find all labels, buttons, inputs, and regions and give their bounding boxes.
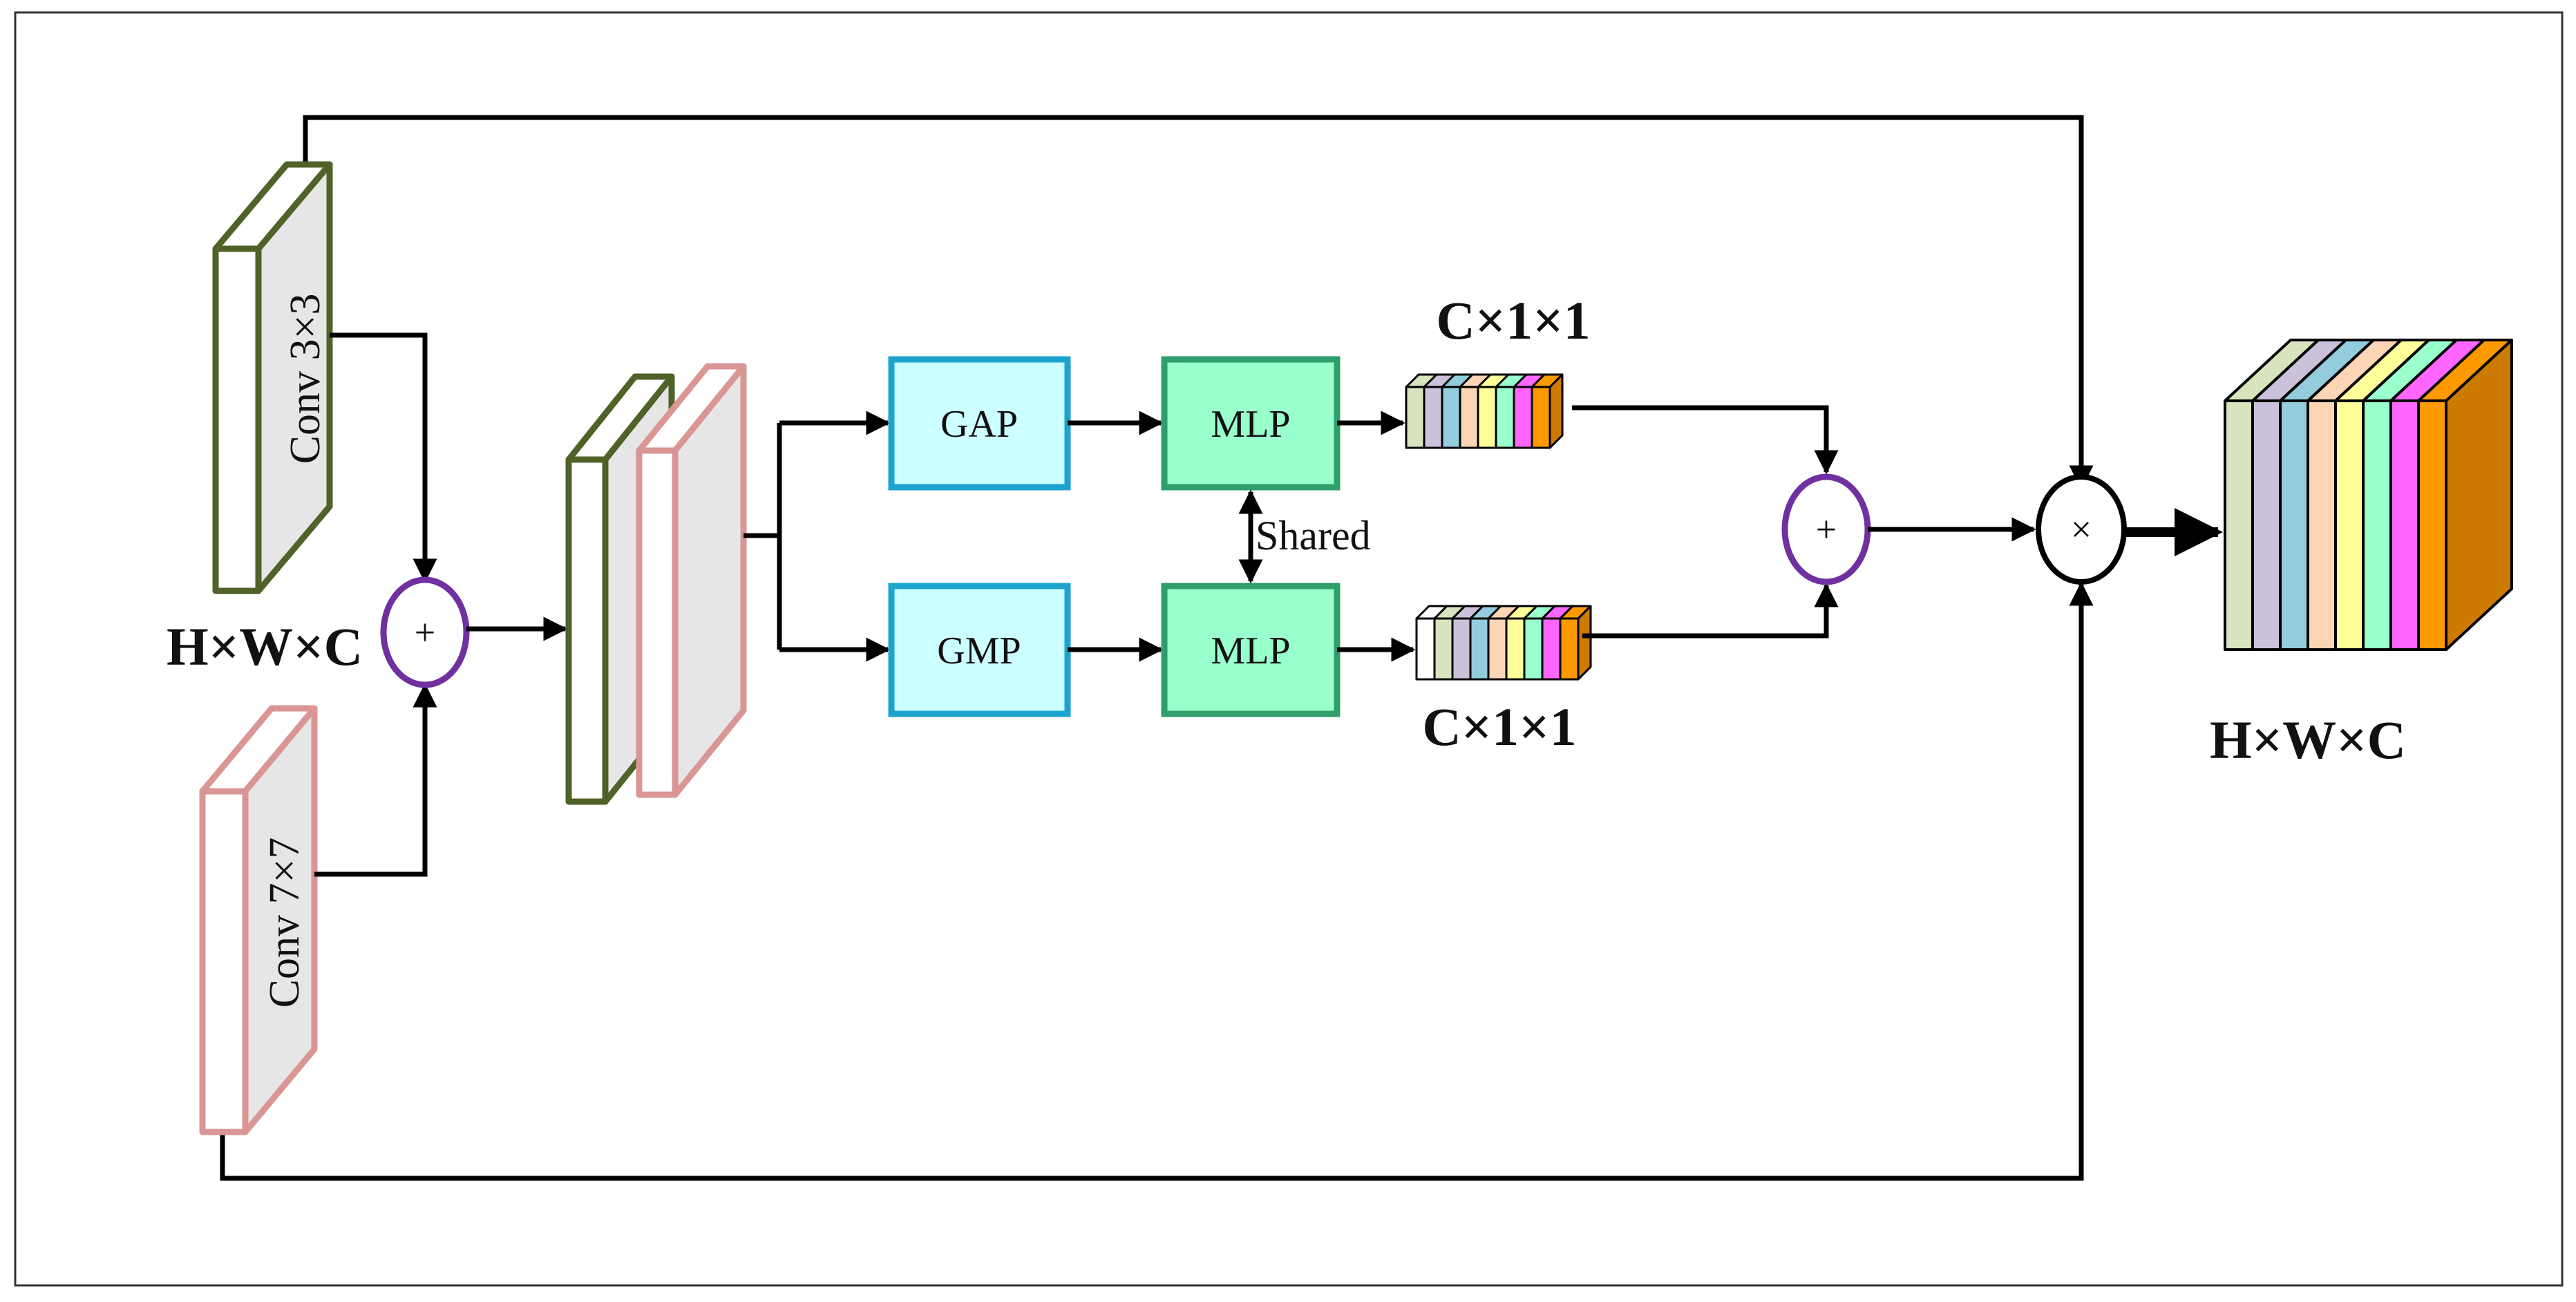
bottom-vector-dim-label: C×1×1 [1422,697,1576,757]
multiply-operator: × [2036,474,2127,585]
bottom-vector-to-add-line [1582,583,1839,639]
add-operator-1: + [380,576,470,688]
vector-cell-front [1487,617,1508,681]
vector-cell-front [1459,386,1479,449]
output-slice-front [2224,399,2254,651]
conv-7x7-side-face [242,705,318,1135]
vector-cell-front [1405,386,1426,449]
vector-end-face [1549,373,1564,449]
vector-cell-front [1523,617,1544,681]
vector-cell-front [1505,617,1526,681]
skip-line-bottom [220,581,2094,1181]
vector-cell-front [1451,617,1472,681]
conv7-to-add-line [314,683,437,877]
conv-3x3-front-face [212,245,262,594]
vector-cell-front [1541,617,1562,681]
add-symbol-1: + [415,612,435,653]
output-dim-label: H×W×C [2210,710,2406,770]
vector-cell-front [1513,386,1533,449]
vector-cell-front [1433,617,1454,681]
multiply-symbol: × [2071,509,2092,550]
conv-3x3-side-face [255,161,333,594]
output-feature-block [2224,339,2513,651]
concat-pink-slab [636,363,747,798]
vector-cell-front [1495,386,1515,449]
conv-7x7-block: Conv 7×7 [199,705,318,1135]
mlp-top-label: MLP [1211,403,1290,446]
output-slice-front [2389,399,2420,651]
vector-cell-front [1469,617,1490,681]
mlp-bottom-label: MLP [1211,630,1290,672]
gap-label: GAP [940,403,1018,446]
top-vector-to-add-line [1572,405,1839,475]
vector-cell-front [1441,386,1461,449]
top-vector-dim-label: C×1×1 [1436,290,1590,350]
conv-3x3-block: Conv 3×3 [212,161,333,594]
output-slice-front [2362,399,2392,651]
vector-cell-front [1559,617,1580,681]
channel-vector-top [1405,373,1564,449]
conv-3x3-label: Conv 3×3 [282,294,329,464]
add-operator-2: + [1781,473,1871,585]
mlp-top-box: MLP [1161,356,1341,491]
vector-cell-front [1531,386,1551,449]
conv-7x7-front-face [199,788,249,1135]
output-slice-front [2417,399,2447,651]
add-symbol-2: + [1816,509,1837,550]
vector-cell-front [1477,386,1497,449]
gmp-box: GMP [888,583,1071,717]
vector-end-face [1577,605,1592,681]
channel-vector-bottom [1415,605,1592,681]
conv3-to-add-line [330,332,437,583]
output-slice-front [2279,399,2309,651]
gmp-label: GMP [937,630,1021,672]
figure-border [14,11,2564,1287]
output-slice-front [2307,399,2337,651]
vector-cell-front [1415,617,1436,681]
output-slice-front [2334,399,2365,651]
concat-split-line [744,423,782,650]
conv-7x7-label: Conv 7×7 [261,838,308,1008]
mlp-bottom-box: MLP [1161,583,1341,717]
skip-line-top [303,115,2094,490]
input-dim-label: H×W×C [167,616,363,677]
gap-box: GAP [888,356,1071,491]
output-side-face [2445,339,2513,651]
vector-cell-front [1423,386,1443,449]
output-slice-front [2251,399,2282,651]
shared-label: Shared [1256,513,1371,558]
